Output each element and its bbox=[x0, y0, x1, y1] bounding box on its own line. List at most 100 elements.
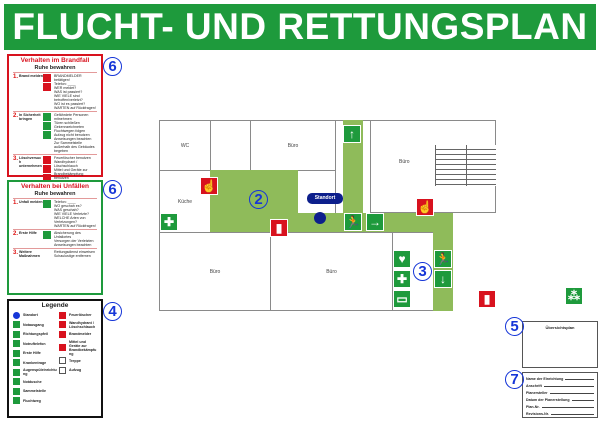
step-number: 2. bbox=[13, 231, 19, 237]
marker-4-legend: 4 bbox=[103, 302, 122, 321]
escape-route-room bbox=[210, 170, 298, 214]
firefighting-equipment-icon bbox=[59, 344, 66, 351]
step-text-line: WIE VIELE Verletzte? bbox=[54, 212, 89, 216]
stretcher-icon bbox=[13, 359, 20, 367]
assembly-point-icon: ⁂ bbox=[565, 287, 583, 305]
room-buero-right: Büro bbox=[370, 120, 496, 213]
legend-item: Richtungspfeil bbox=[13, 330, 57, 340]
escape-route-north bbox=[343, 120, 363, 215]
step-text-line: WER meldet? bbox=[54, 86, 77, 90]
phone-icon bbox=[13, 340, 20, 348]
first-aid-icon: ✚ bbox=[160, 213, 178, 231]
step-text-line: Versorgen der Verletzten bbox=[54, 239, 94, 243]
legend-item: Brandmelder bbox=[59, 330, 97, 340]
legend-item: Notruftelefon bbox=[13, 339, 57, 349]
legend-item: Wandhydrant / Löschschlauch bbox=[59, 320, 97, 330]
emergency-exit-icon: 🏃 bbox=[434, 250, 452, 268]
hose-icon bbox=[43, 165, 51, 173]
fire-extinguisher-icon: ▮ bbox=[270, 219, 288, 237]
step-number: 1. bbox=[13, 74, 19, 80]
room-small bbox=[210, 120, 251, 171]
legend-item: Fluchtweg bbox=[13, 396, 57, 406]
step-label: Brand melden bbox=[19, 74, 43, 78]
fire-alarm-icon: ☝ bbox=[200, 177, 218, 195]
panel-heading: Verhalten bei Unfällen bbox=[21, 183, 89, 190]
marker-6-fire: 6 bbox=[103, 57, 122, 76]
panel-subheading: Ruhe bewahren bbox=[34, 64, 76, 71]
form-field-label: Name der Einrichtung bbox=[526, 377, 564, 381]
step-text-line: WO geschah es? bbox=[54, 204, 82, 208]
stairs-icon bbox=[59, 357, 66, 365]
legend-label: Notdusche bbox=[23, 379, 42, 384]
step-label: Weitere Maßnahmen bbox=[19, 250, 40, 258]
legend-label: Erste Hilfe bbox=[23, 351, 41, 356]
form-field-line bbox=[565, 379, 594, 380]
form-field-line bbox=[550, 414, 594, 415]
room-wc: WC bbox=[159, 120, 211, 171]
overview-plan-box: Übersichtsplan bbox=[522, 321, 598, 368]
form-field-label: Planersteller bbox=[526, 391, 548, 395]
stretcher-icon: ▭ bbox=[393, 290, 411, 308]
first-aid-icon bbox=[13, 349, 20, 357]
first-aid-icon bbox=[43, 231, 51, 239]
legend-label: Standort bbox=[23, 313, 38, 318]
room-buero-bottom-left: Büro bbox=[159, 232, 271, 311]
form-field: Anschrift bbox=[526, 381, 594, 388]
step-text-line: Rettungsdienst einweisen bbox=[54, 250, 95, 254]
step-icons bbox=[43, 113, 52, 153]
step-text-line: WARTEN auf Rückfragen! bbox=[54, 224, 96, 228]
legend-item: Krankentrage bbox=[13, 358, 57, 368]
phone-icon bbox=[43, 200, 51, 208]
escape-route-icon bbox=[13, 397, 20, 405]
fire-extinguisher-icon bbox=[59, 311, 66, 319]
legend-item: Mittel und Geräte zur Brandbekämpfung bbox=[59, 339, 97, 356]
stairs bbox=[435, 145, 496, 186]
first-aid-icon: ✚ bbox=[393, 270, 411, 288]
standort-label: Standort bbox=[307, 193, 343, 204]
step-icons bbox=[43, 200, 52, 228]
legend-item: Standort bbox=[13, 311, 57, 321]
legend-item: Treppe bbox=[59, 356, 97, 366]
room-buero-bottom-mid: Büro bbox=[270, 232, 393, 311]
form-field: Plan-Nr. bbox=[526, 402, 594, 409]
emergency-exit-icon bbox=[13, 321, 20, 329]
form-field-line bbox=[541, 407, 594, 408]
legend-label: Sammelstelle bbox=[23, 389, 46, 394]
marker-5: 5 bbox=[505, 317, 524, 336]
legend-label: Augenspüleinrichtung bbox=[23, 368, 57, 377]
step-label: In Sicherheit bringen bbox=[19, 113, 41, 121]
step-text-line: Gefährdete Personen mitnehmen bbox=[54, 113, 89, 121]
step-text-line: Feuerlöscher benutzen bbox=[54, 156, 91, 160]
legend-item: Erste Hilfe bbox=[13, 349, 57, 359]
marker-3: 3 bbox=[413, 262, 432, 281]
legend-label: Aufzug bbox=[69, 368, 82, 373]
arrow-down-icon: ↓ bbox=[434, 270, 452, 288]
escape-route-corridor bbox=[210, 213, 453, 232]
form-field-line bbox=[549, 393, 594, 394]
step-text-line: Zur Sammelstelle außerhalb des Gebäudes … bbox=[54, 141, 95, 153]
arrow-right-icon: → bbox=[366, 213, 384, 231]
legend-label: Krankentrage bbox=[23, 360, 47, 365]
step-text-line: BRANDMELDER betätigen! bbox=[54, 74, 82, 82]
standort-dot bbox=[314, 212, 326, 224]
panel-heading: Verhalten im Brandfall bbox=[20, 57, 90, 64]
defibrillator-icon: ♥ bbox=[393, 250, 411, 268]
legend-label: Notausgang bbox=[23, 322, 44, 327]
form-field-line bbox=[543, 386, 594, 387]
form-field-line bbox=[571, 400, 594, 401]
step-label: Löschversuch unternehmen bbox=[19, 156, 42, 168]
form-field-label: Datum der Planerstellung bbox=[526, 398, 570, 402]
step-icons bbox=[43, 74, 52, 110]
step-text-line: Telefon: ____ bbox=[54, 82, 76, 86]
legend-label: Feuerlöscher bbox=[69, 313, 92, 318]
legend-label: Wandhydrant / Löschschlauch bbox=[69, 320, 96, 329]
marker-6-accident: 6 bbox=[103, 180, 122, 199]
